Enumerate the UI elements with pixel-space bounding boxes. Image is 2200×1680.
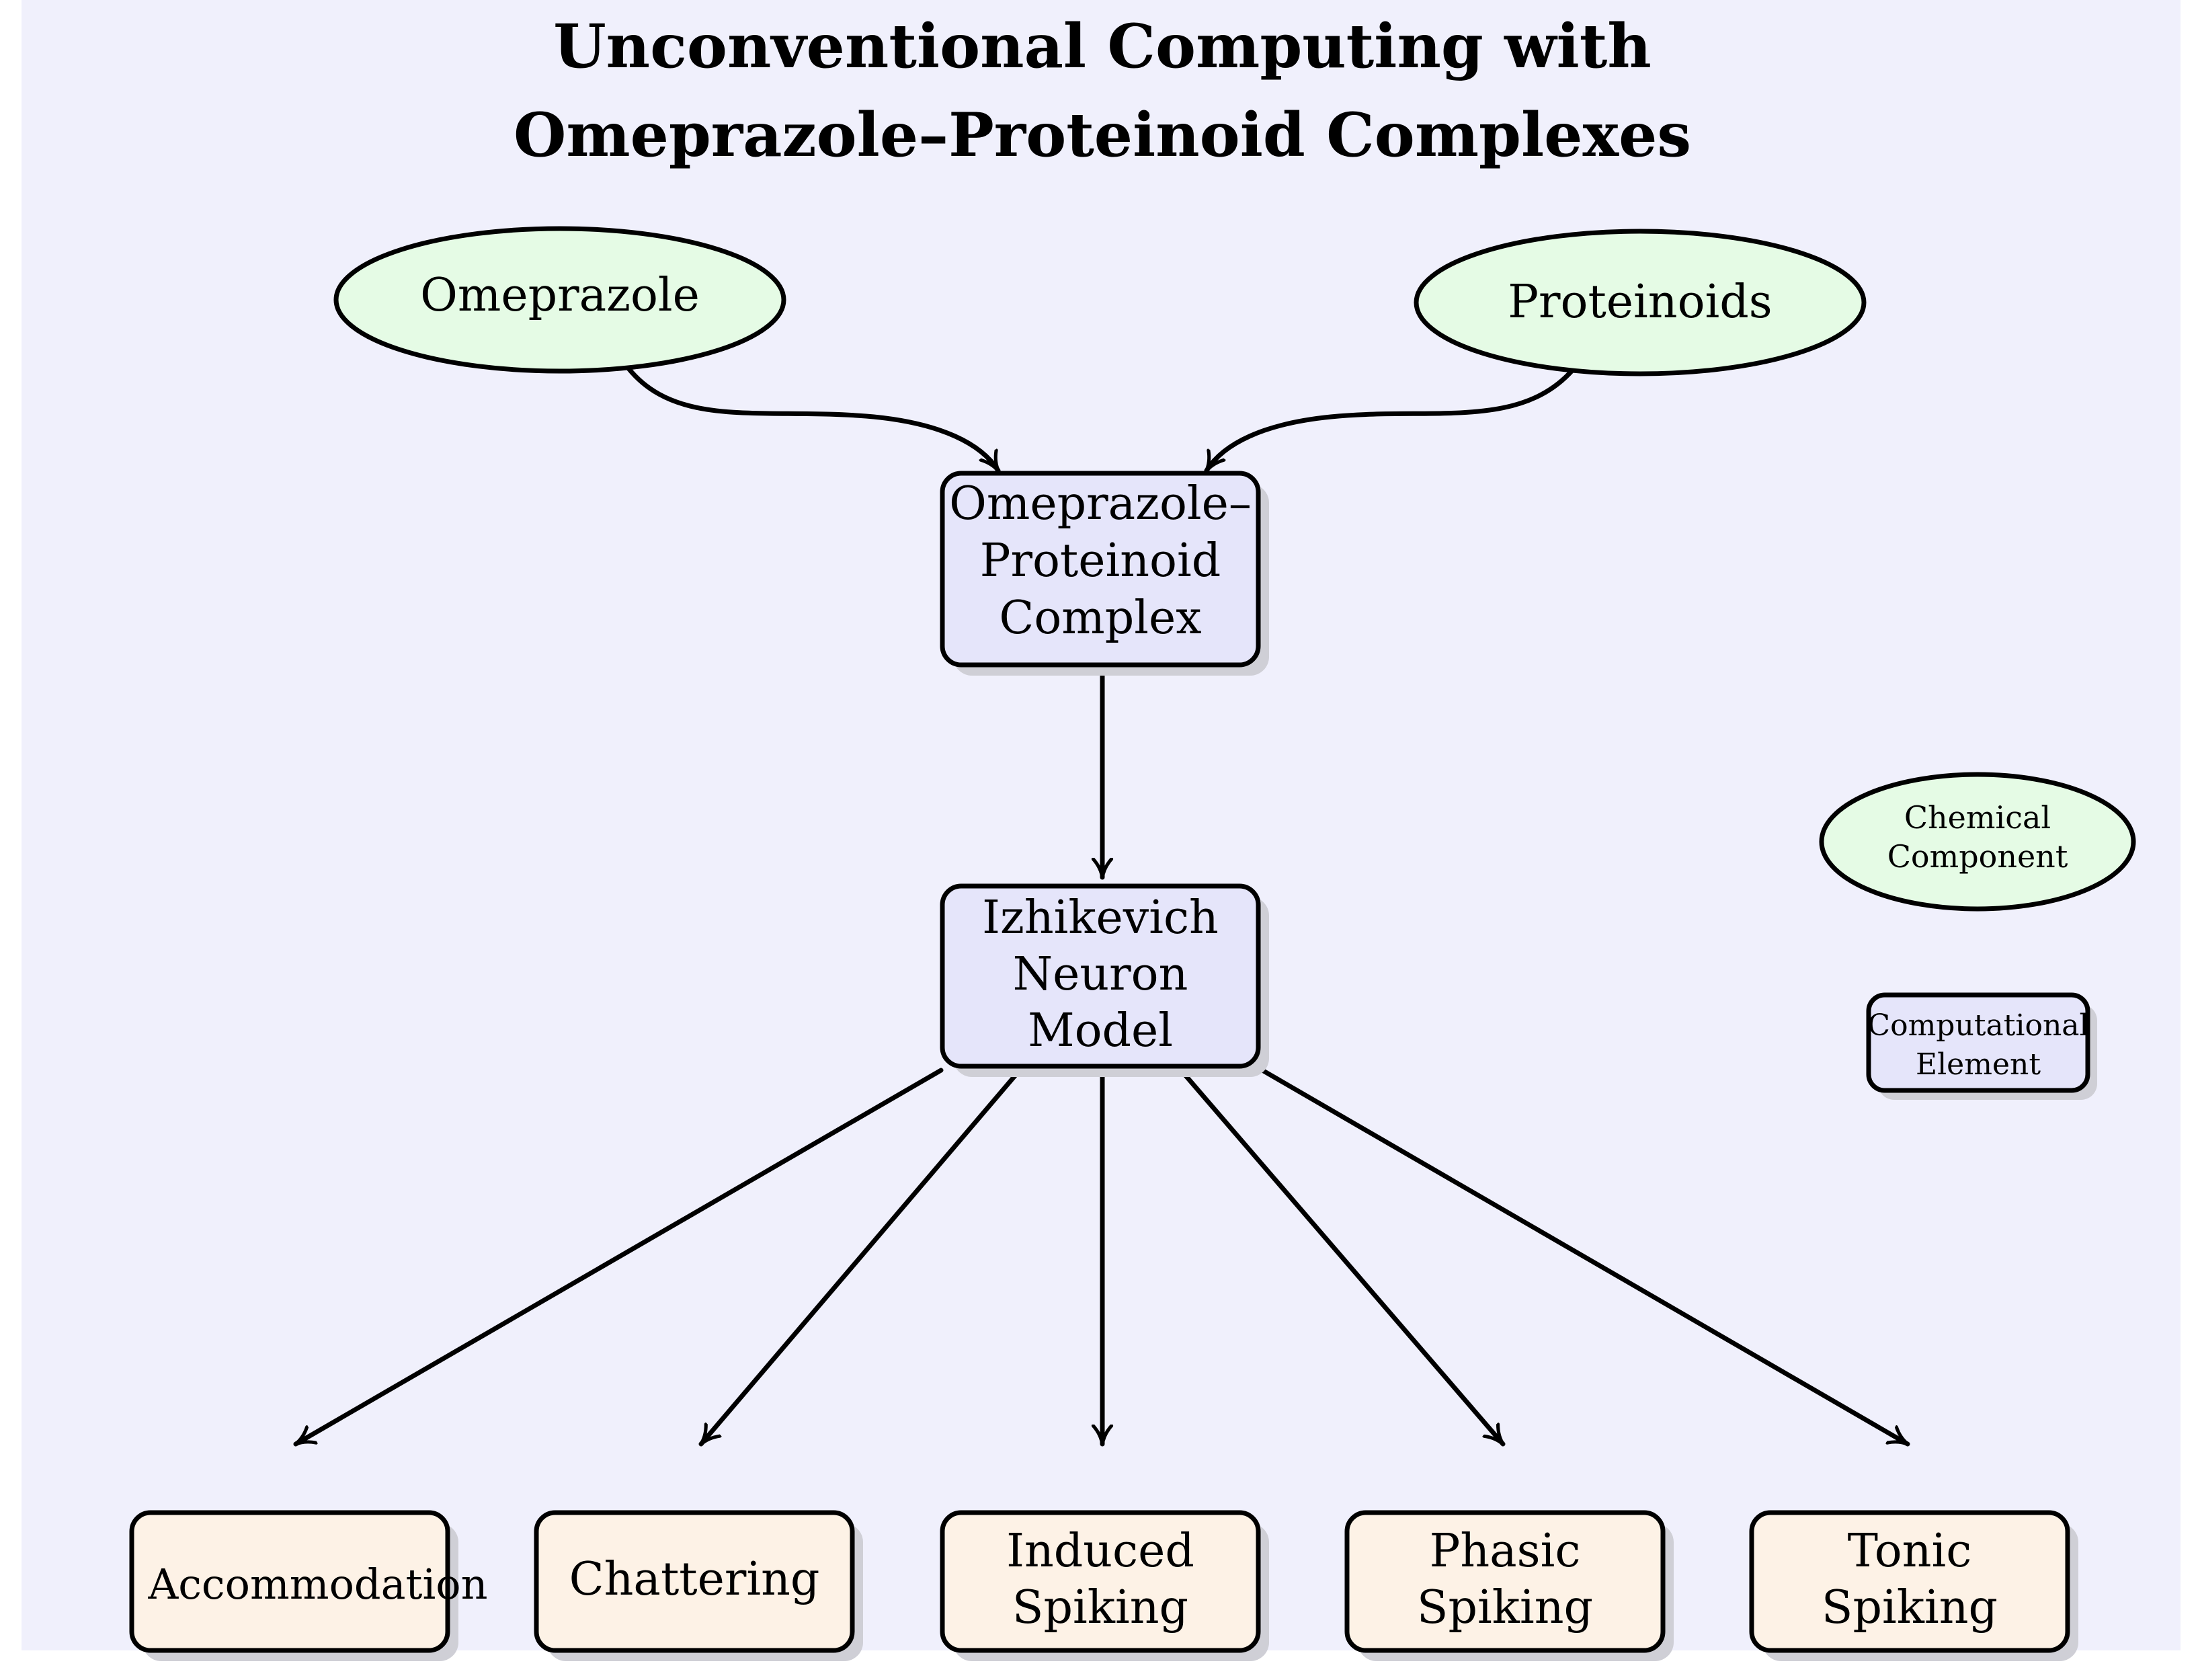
node-izhikevich: Izhikevich Neuron Model [940,883,1269,1077]
node-phasic-spiking: Phasic Spiking [1344,1510,1674,1661]
edge-izhikevich-to-accommodation [293,1068,944,1447]
diagram-title-line-1: Unconventional Computing with [553,11,1652,82]
edge-izhikevich-to-phasic-spiking [1178,1068,1506,1447]
edges [293,366,1910,1447]
edge-omeprazole-to-complex [626,366,1001,473]
legend-chemical-component: Chemical Component [1819,772,2136,912]
edge-izhikevich-to-tonic-spiking [1260,1068,1910,1447]
node-tonic-spiking: Tonic Spiking [1749,1510,2078,1661]
node-omeprazole: Omeprazole [333,226,786,374]
node-proteinoids: Proteinoids [1414,229,1867,376]
node-chattering: Chattering [534,1510,863,1661]
diagram-title-line-2: Omeprazole–Proteinoid Complexes [514,99,1691,171]
edge-proteinoids-to-complex [1204,367,1576,473]
node-complex: Omeprazole– Proteinoid Complex [940,471,1269,676]
node-induced-spiking: Induced Spiking [940,1510,1269,1661]
node-accommodation: Accommodation [129,1510,488,1661]
edge-izhikevich-to-chattering [698,1068,1022,1447]
legend-computational-element: Computational Element [1866,992,2097,1100]
